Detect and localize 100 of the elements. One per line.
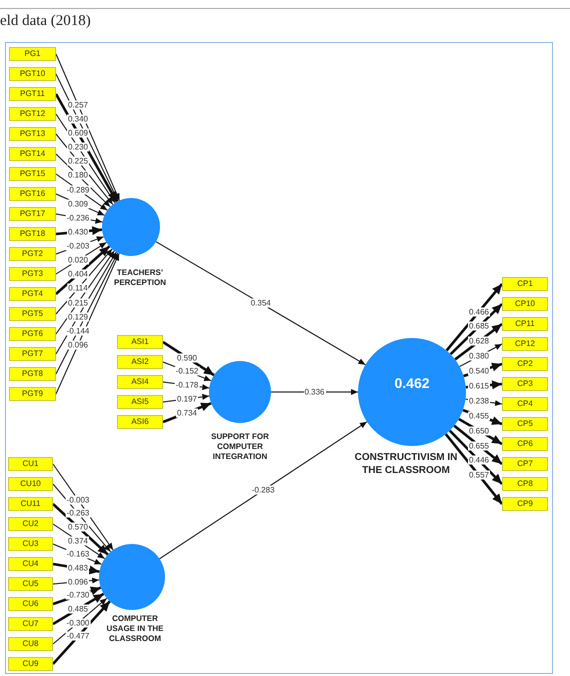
edge-label: 0.238 bbox=[468, 396, 490, 406]
indicator-box: ASI5 bbox=[117, 395, 163, 409]
edge-label: 0.540 bbox=[468, 366, 490, 376]
indicator-box: PGT6 bbox=[9, 327, 56, 341]
edge-label: -0.163 bbox=[66, 550, 90, 559]
edge-label: 0.685 bbox=[468, 322, 490, 331]
indicator-box: CU4 bbox=[8, 557, 53, 571]
indicator-box: PGT7 bbox=[9, 347, 56, 361]
edge-label: 0.466 bbox=[468, 307, 490, 316]
edge-label: 0.380 bbox=[468, 352, 490, 361]
indicator-box: CP6 bbox=[502, 437, 548, 451]
arrow bbox=[446, 283, 503, 352]
indicator-box: CP10 bbox=[502, 297, 548, 311]
arrow bbox=[159, 421, 368, 560]
arrow bbox=[162, 402, 212, 424]
indicator-box: CP4 bbox=[502, 397, 548, 411]
indicator-box: PGT9 bbox=[9, 387, 56, 401]
edge-label: 0.734 bbox=[176, 408, 198, 418]
edge-label: 0.615 bbox=[468, 382, 490, 391]
indicator-box: PGT13 bbox=[9, 127, 56, 141]
edge-label: 0.609 bbox=[66, 128, 90, 138]
arrow bbox=[52, 600, 111, 665]
edge-label: 0.354 bbox=[250, 298, 272, 308]
edge-label: -0.730 bbox=[66, 590, 90, 600]
indicator-box: CP12 bbox=[502, 337, 548, 351]
indicator-box: CU9 bbox=[8, 657, 53, 671]
indicator-box: ASI4 bbox=[117, 375, 163, 389]
indicator-box: CP7 bbox=[502, 457, 548, 471]
edge-label: 0.340 bbox=[66, 114, 90, 124]
arrow bbox=[453, 424, 503, 466]
arrow bbox=[156, 241, 366, 366]
arrow bbox=[450, 303, 503, 356]
indicator-box: CU8 bbox=[8, 637, 53, 651]
edge-label: 0.483 bbox=[66, 564, 90, 573]
edge-label: 0.309 bbox=[66, 199, 90, 208]
indicator-box: ASI1 bbox=[117, 335, 163, 349]
edge-label: 0.570 bbox=[66, 522, 90, 532]
edge-label: 0.446 bbox=[468, 456, 490, 465]
indicator-box: PGT17 bbox=[9, 207, 56, 221]
indicator-box: PGT8 bbox=[9, 367, 56, 381]
indicator-box: CU2 bbox=[8, 517, 53, 531]
indicator-box: CP3 bbox=[502, 377, 548, 391]
indicator-box: PGT5 bbox=[9, 307, 56, 321]
indicator-box: CP1 bbox=[502, 277, 548, 291]
edge-label: 0.096 bbox=[66, 577, 90, 586]
indicator-box: CP5 bbox=[502, 417, 548, 431]
indicator-box: CU7 bbox=[8, 617, 53, 631]
edge-label: 0.215 bbox=[66, 298, 90, 308]
edge-label: -0.283 bbox=[250, 486, 276, 495]
arrow bbox=[444, 433, 504, 505]
edge-label: 0.336 bbox=[303, 388, 326, 396]
arrow bbox=[56, 250, 115, 334]
edge-label: 0.129 bbox=[66, 312, 90, 322]
indicator-box: PGT10 bbox=[9, 67, 56, 81]
edge-label: 0.114 bbox=[67, 284, 89, 293]
indicator-box: PGT12 bbox=[9, 107, 56, 121]
arrow bbox=[56, 74, 119, 202]
indicator-box: PGT2 bbox=[9, 247, 56, 261]
indicator-box: ASI6 bbox=[117, 415, 163, 429]
indicator-box: PGT14 bbox=[9, 147, 56, 161]
arrow bbox=[56, 154, 111, 208]
arrow bbox=[52, 524, 106, 560]
edge-label: 0.590 bbox=[176, 353, 198, 362]
indicator-box: CU11 bbox=[8, 497, 53, 511]
edge-label: 0.650 bbox=[468, 426, 490, 436]
edge-label: 0.230 bbox=[66, 142, 90, 152]
edge-label: 0.655 bbox=[468, 441, 490, 450]
arrow bbox=[56, 54, 120, 201]
indicator-box: PGT18 bbox=[9, 227, 56, 241]
edge-label: -0.289 bbox=[66, 185, 90, 194]
arrow bbox=[56, 248, 113, 314]
edge-label: 0.557 bbox=[468, 470, 490, 480]
indicator-box: CU6 bbox=[8, 597, 53, 611]
indicator-box: CU5 bbox=[8, 577, 53, 591]
indicator-box: CU1 bbox=[8, 457, 53, 471]
arrow bbox=[54, 93, 118, 202]
arrow bbox=[454, 322, 503, 360]
arrow bbox=[56, 252, 118, 374]
edge-label: 0.180 bbox=[66, 170, 90, 180]
r-squared-value: 0.462 bbox=[394, 375, 430, 391]
edge-label: 0.020 bbox=[66, 256, 90, 265]
construct-label: COMPUTER USAGE IN THE CLASSROOM bbox=[106, 614, 164, 644]
indicator-box: PGT3 bbox=[9, 267, 56, 281]
arrow bbox=[448, 430, 503, 485]
indicator-box: CP2 bbox=[502, 357, 548, 371]
edge-label: -0.003 bbox=[66, 495, 90, 504]
indicator-box: CU3 bbox=[8, 537, 53, 551]
edge-label: -0.203 bbox=[66, 242, 90, 251]
indicator-box: CP11 bbox=[502, 317, 548, 331]
construct-label: SUPPORT FOR COMPUTER INTEGRATION bbox=[210, 432, 270, 462]
arrow bbox=[52, 503, 109, 556]
indicator-box: CP8 bbox=[502, 477, 548, 491]
edge-label: -0.477 bbox=[66, 632, 90, 641]
edge-label: 0.485 bbox=[66, 604, 90, 614]
edge-label: 0.628 bbox=[468, 336, 490, 346]
arrow bbox=[459, 344, 502, 368]
arrow bbox=[56, 134, 114, 205]
edge-label: 0.257 bbox=[66, 100, 90, 110]
arrow bbox=[55, 245, 110, 295]
edge-label: 0.225 bbox=[66, 156, 90, 166]
